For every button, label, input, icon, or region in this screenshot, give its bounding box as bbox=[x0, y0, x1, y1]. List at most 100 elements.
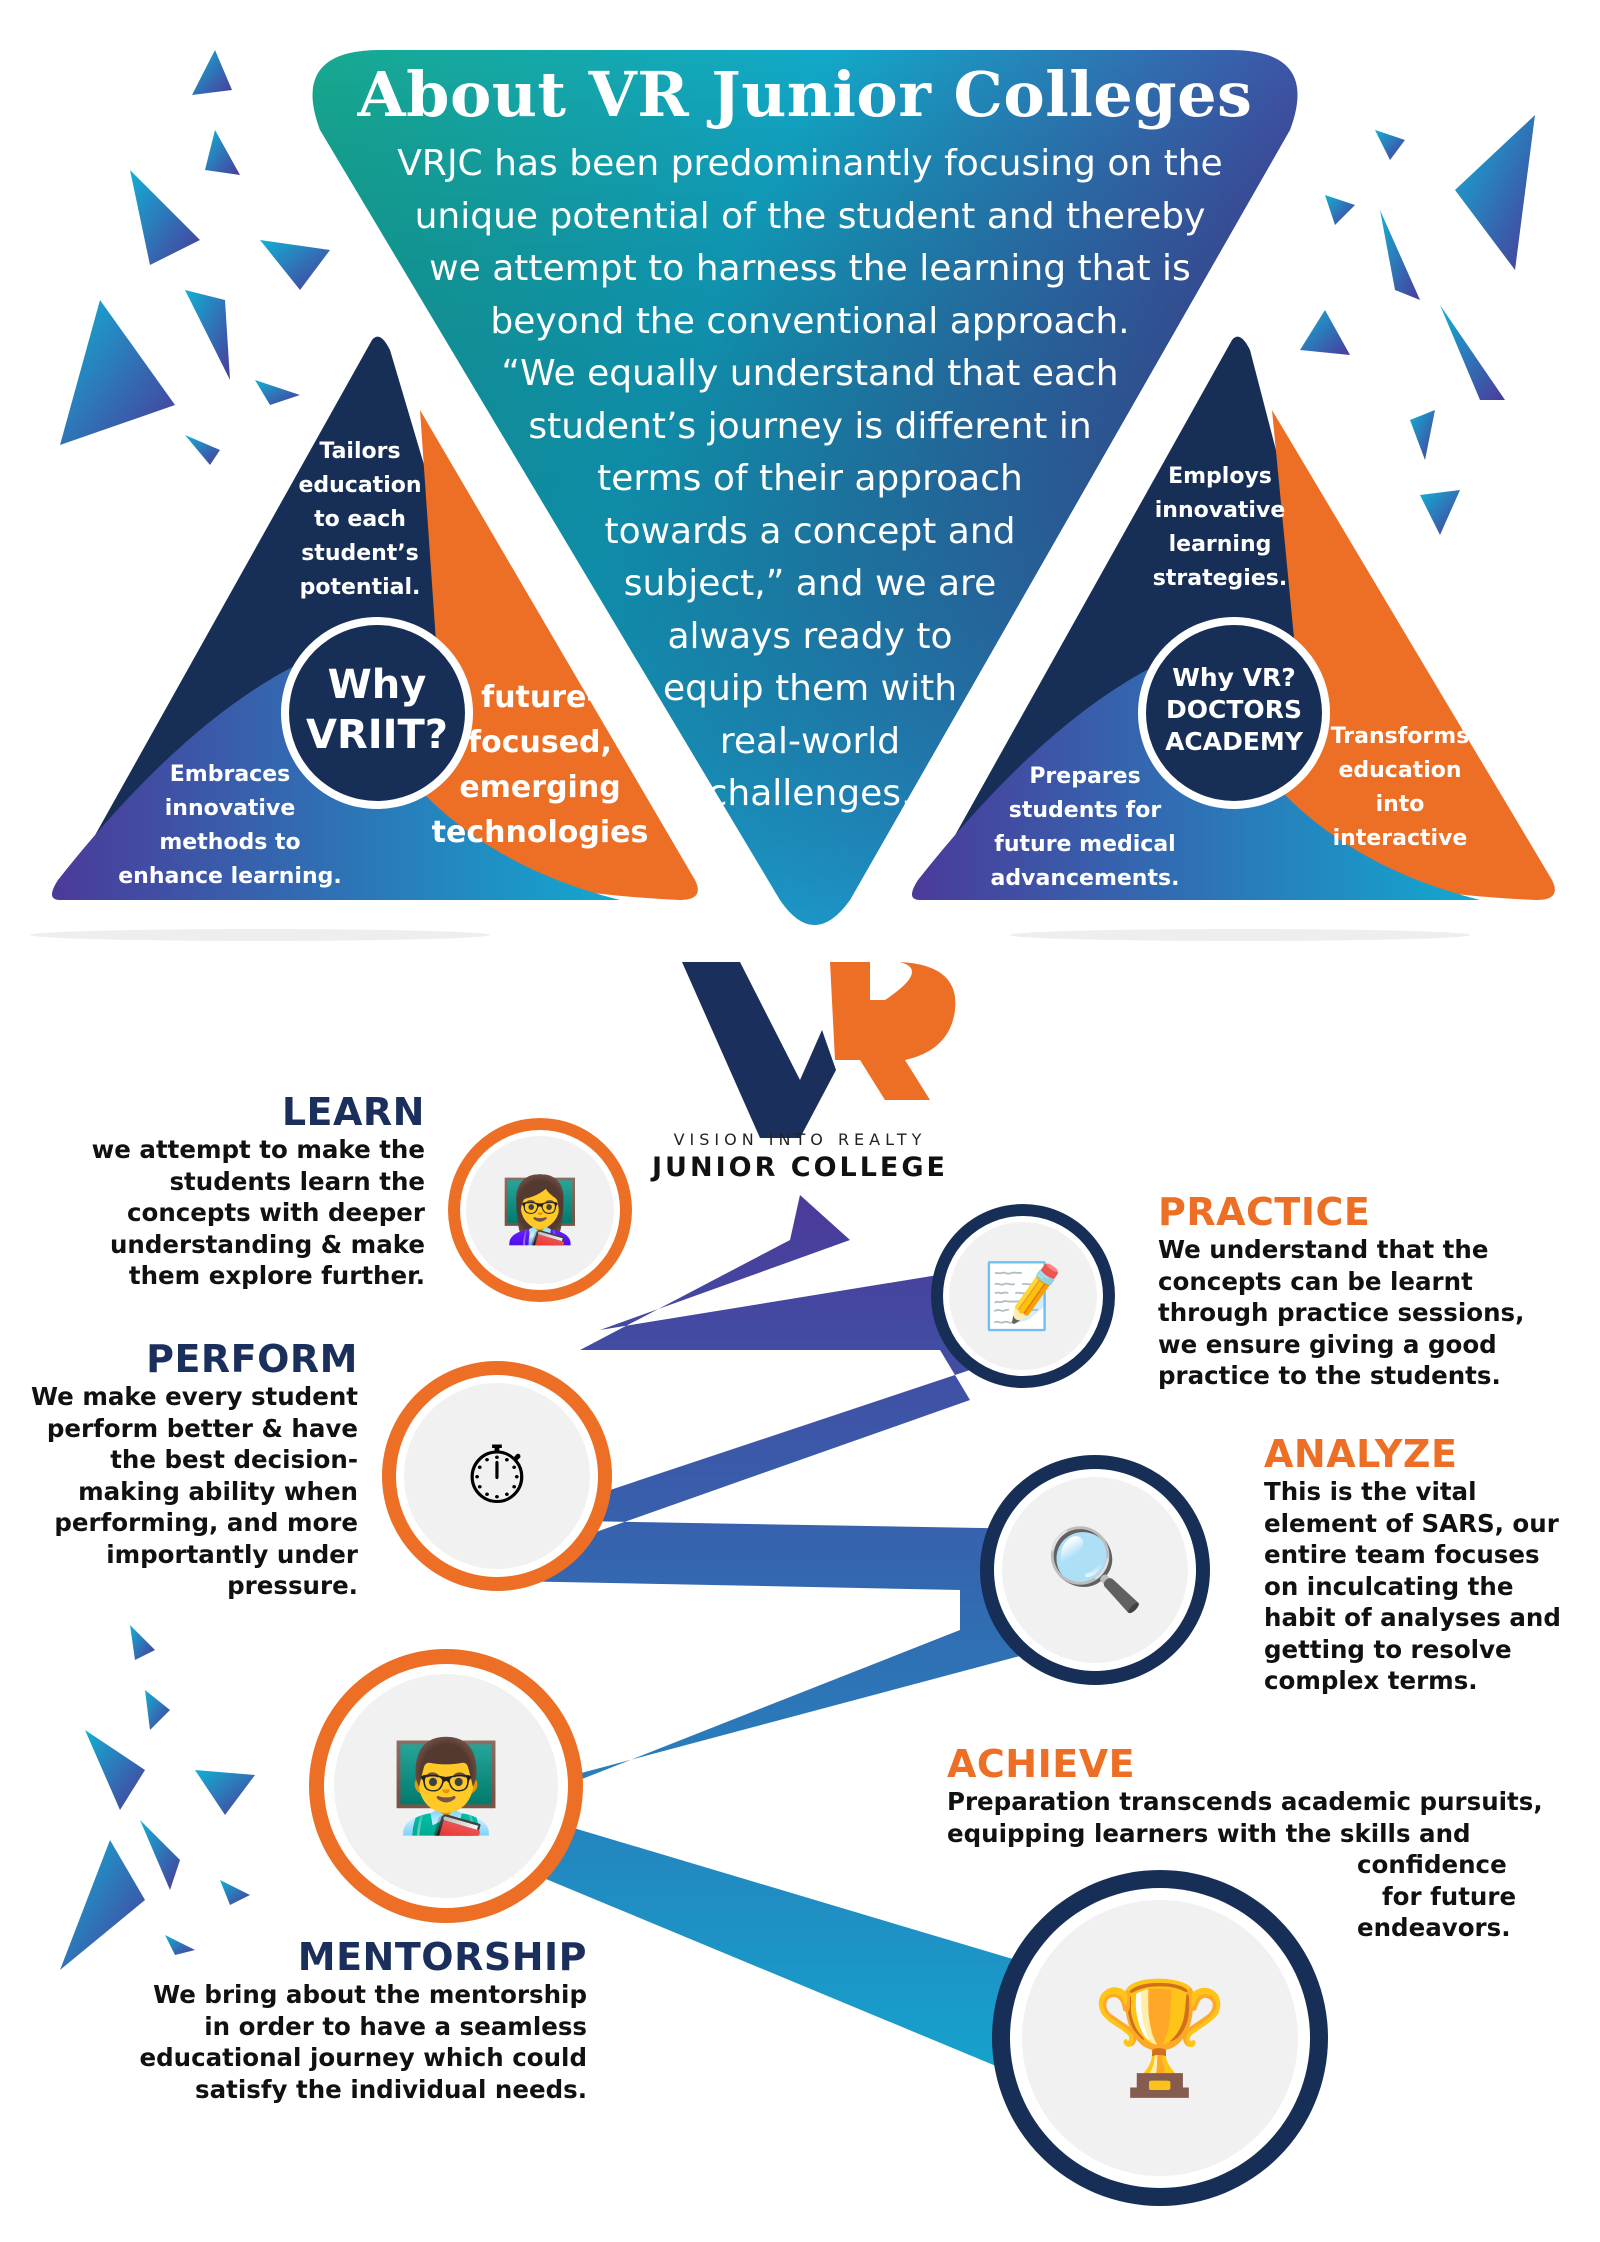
stage-title: ANALYZE bbox=[1264, 1432, 1458, 1476]
text-line: Why bbox=[327, 662, 427, 708]
stage-text: practice to the students. bbox=[1158, 1361, 1501, 1390]
vriit-top-text: Tailors education to each student’s pote… bbox=[280, 435, 440, 605]
journey-path bbox=[440, 1195, 1150, 2130]
text-line: advancements. bbox=[990, 866, 1180, 891]
text-line: potential. bbox=[299, 575, 421, 600]
magnifier-illustration-icon: 🔍 bbox=[1045, 1523, 1145, 1616]
stage-text: We understand that the bbox=[1158, 1235, 1489, 1264]
stage-text: making ability when bbox=[78, 1476, 358, 1506]
text-line: Transforms bbox=[1330, 724, 1470, 749]
text-line: innovative bbox=[164, 796, 296, 821]
text-line: students for bbox=[1008, 798, 1162, 823]
intro-line: subject,” and we are bbox=[623, 563, 997, 604]
stage-text: concepts with deeper bbox=[126, 1198, 425, 1227]
stage-text: We bring about the mentorship bbox=[153, 1980, 587, 2009]
text-line: Employs bbox=[1168, 464, 1272, 489]
stage-text: educational journey which could bbox=[139, 2043, 587, 2072]
stage-text: We make every student bbox=[31, 1382, 358, 1411]
text-line: ACADEMY bbox=[1165, 727, 1303, 756]
doctors-academy-triangle bbox=[911, 336, 1555, 900]
text-line: technologies bbox=[431, 815, 649, 850]
text-line: focused, bbox=[468, 725, 612, 760]
stage-text: for future bbox=[1382, 1881, 1517, 1911]
text-line: learning bbox=[1168, 532, 1272, 557]
stage-learn: LEARN we attempt to make the students le… bbox=[60, 1090, 425, 1292]
vr-logo-mark bbox=[682, 962, 956, 1138]
intro-line: terms of their approach bbox=[597, 458, 1023, 499]
text-line: innovative bbox=[1154, 498, 1286, 523]
text-line: education bbox=[1338, 758, 1462, 783]
stage-text: the best decision- bbox=[110, 1445, 358, 1474]
intro-line: real-world bbox=[719, 720, 901, 762]
intro-line: “We equally understand that each bbox=[501, 353, 1119, 394]
stage-text: Preparation transcends academic pursuits… bbox=[947, 1787, 1543, 1816]
exam-illustration-icon: ⏱ bbox=[465, 1429, 529, 1522]
stage-text: entire team focuses bbox=[1264, 1540, 1540, 1569]
stage-title: PERFORM bbox=[146, 1337, 358, 1381]
stage-mentorship: MENTORSHIP We bring about the mentorship… bbox=[100, 1935, 587, 2105]
stage-text: through practice sessions, bbox=[1158, 1298, 1525, 1327]
text-line: Why VR? bbox=[1172, 663, 1296, 692]
vriit-left-text: Embraces innovative methods to enhance l… bbox=[100, 758, 360, 894]
doctors-top-text: Employs innovative learning strategies. bbox=[1130, 460, 1310, 596]
intro-line: VRJC has been predominantly focusing on … bbox=[397, 143, 1223, 184]
stage-text: element of SARS, our bbox=[1264, 1508, 1559, 1538]
intro-triangle bbox=[312, 50, 1298, 925]
stage-text: getting to resolve bbox=[1264, 1634, 1512, 1664]
stage-title: PRACTICE bbox=[1158, 1190, 1371, 1234]
stage-text: pressure. bbox=[227, 1571, 358, 1600]
stage-text: performing, and more bbox=[54, 1508, 358, 1537]
celebration-illustration-icon: 🏆 bbox=[1091, 1973, 1229, 2102]
stage-text: perform better & have bbox=[46, 1413, 358, 1443]
text-line: future medical bbox=[994, 832, 1176, 857]
studying-illustration-icon: 📝 bbox=[983, 1259, 1063, 1334]
text-line: student’s bbox=[301, 541, 419, 566]
stage-text: This is the vital bbox=[1264, 1477, 1477, 1506]
stage-circles bbox=[309, 1118, 1328, 2206]
intro-line: unique potential of the student and ther… bbox=[414, 195, 1206, 237]
stage-text: equipping learners with the skills and bbox=[947, 1818, 1471, 1848]
teaching-illustration-icon: 👨‍🏫 bbox=[389, 1733, 503, 1839]
intro-line: equip them with bbox=[662, 668, 958, 709]
stage-text: we attempt to make the bbox=[91, 1135, 425, 1164]
intro-line: challenges. bbox=[707, 773, 913, 814]
why-vriit-triangle bbox=[51, 336, 698, 900]
intro-line: towards a concept and bbox=[604, 510, 1016, 552]
text-line: education bbox=[298, 473, 422, 498]
text-line: into bbox=[1375, 792, 1425, 817]
stage-text: understanding & make bbox=[109, 1229, 425, 1259]
vriit-right-text: future- focused, emerging technologies bbox=[430, 675, 650, 855]
stage-text: concepts can be learnt bbox=[1158, 1266, 1473, 1296]
stage-text: complex terms. bbox=[1264, 1666, 1478, 1695]
text-line: interactive bbox=[1332, 826, 1468, 851]
stage-text: satisfy the individual needs. bbox=[195, 2074, 587, 2104]
text-line: enhance learning. bbox=[118, 864, 342, 889]
stage-achieve: ACHIEVE Preparation transcends academic … bbox=[947, 1742, 1577, 1944]
text-line: DOCTORS bbox=[1166, 695, 1302, 724]
doctors-right-text: Transforms education into interactive bbox=[1320, 720, 1480, 856]
logo-name: JUNIOR COLLEGE bbox=[652, 1152, 948, 1183]
stage-text: students learn the bbox=[169, 1166, 425, 1196]
text-line: methods to bbox=[159, 830, 301, 855]
text-line: future- bbox=[481, 680, 599, 715]
stage-text: endeavors. bbox=[1357, 1913, 1511, 1942]
decorative-shards bbox=[60, 50, 1535, 1970]
text-line: Embraces bbox=[169, 762, 291, 787]
logo-tagline: VISION INTO REALTY bbox=[673, 1130, 927, 1149]
doctors-left-text: Prepares students for future medical adv… bbox=[965, 760, 1205, 896]
intro-paragraph: VRJC has been predominantly focusing on … bbox=[330, 138, 1290, 821]
text-line: to each bbox=[314, 507, 406, 532]
text-line: emerging bbox=[459, 770, 621, 805]
stage-practice: PRACTICE We understand that the concepts… bbox=[1158, 1190, 1578, 1392]
stage-text: we ensure giving a good bbox=[1158, 1329, 1497, 1359]
text-line: Prepares bbox=[1029, 764, 1141, 789]
text-line: strategies. bbox=[1152, 566, 1288, 591]
why-vr-doctors-badge: Why VR? DOCTORS ACADEMY bbox=[1144, 662, 1324, 758]
stage-perform: PERFORM We make every student perform be… bbox=[20, 1337, 358, 1602]
stage-analyze: ANALYZE This is the vital element of SAR… bbox=[1264, 1432, 1594, 1697]
stage-text: importantly under bbox=[106, 1539, 358, 1569]
stage-title: MENTORSHIP bbox=[297, 1935, 587, 1979]
stage-text: them explore further. bbox=[128, 1261, 425, 1290]
intro-line: beyond the conventional approach. bbox=[490, 300, 1130, 342]
